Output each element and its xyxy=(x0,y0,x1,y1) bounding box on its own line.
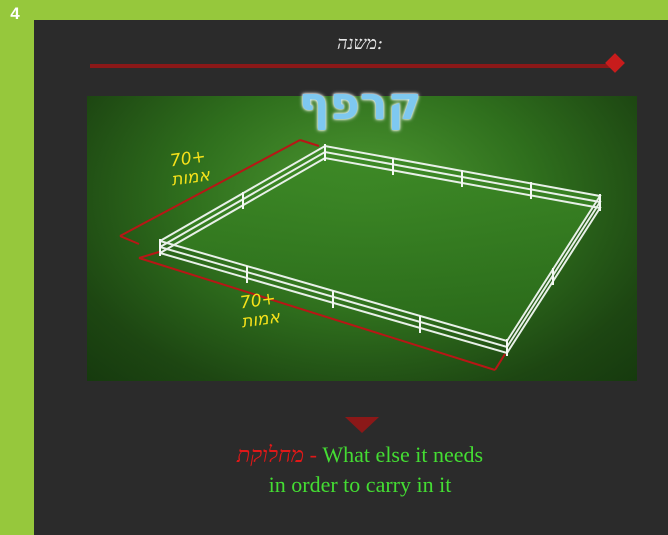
dimension-label-bottom: 70+ אמות xyxy=(238,289,281,333)
slide-number-badge: 4 xyxy=(0,0,30,30)
fence-posts xyxy=(159,144,601,356)
enclosure-field xyxy=(160,146,600,341)
fence-illustration xyxy=(119,139,602,371)
dispute-word: מחלוקת xyxy=(236,442,305,467)
down-triangle-icon xyxy=(345,417,379,433)
caption: מחלוקת - What else it needs in order to … xyxy=(170,440,550,500)
caption-line-1: מחלוקת - What else it needs xyxy=(170,440,550,470)
caption-dash: - xyxy=(304,442,323,467)
dimension-lines xyxy=(119,139,506,371)
slide-title: קרפף xyxy=(298,76,422,130)
slide-subtitle: משנה: xyxy=(337,33,383,54)
enclosure-photo xyxy=(87,96,637,381)
caption-text-2: in order to carry in it xyxy=(268,472,452,497)
caption-text-1: What else it needs xyxy=(322,442,484,467)
title-divider-line xyxy=(90,64,618,68)
dimension-label-top: 70+ אמות xyxy=(168,147,211,191)
